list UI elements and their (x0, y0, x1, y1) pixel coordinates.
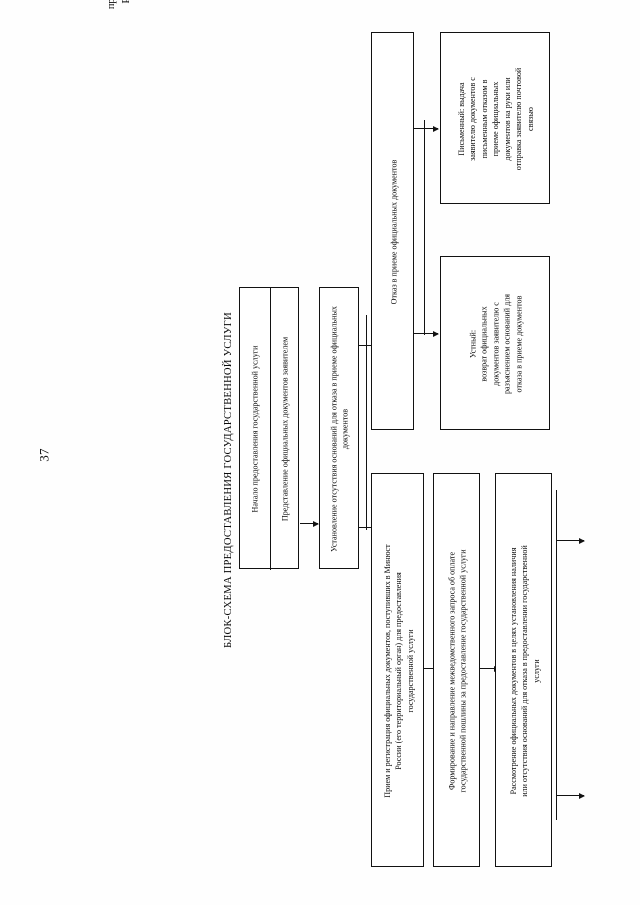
branch-line-review (556, 490, 558, 820)
arrow-interagency-to-review (480, 668, 499, 670)
arrow-review-exit-bottom (556, 795, 584, 797)
header-line-3: предоставления Министерством юстиции (104, 0, 119, 9)
header-line-4: Российской Федерации государственной (119, 0, 134, 4)
flow-box-oral-refusal-label: Устный: возврат официальных документов з… (467, 263, 524, 425)
arrow-review-exit-top (556, 540, 584, 542)
registration-line-3: государственной услуги (405, 629, 415, 713)
oral-line-3: документов заявителю с (491, 302, 501, 386)
flow-box-interagency-request-label: Формирование и направление межведомствен… (446, 482, 469, 860)
arrow-start-to-check (300, 523, 318, 525)
flow-box-refusal: Отказ в приеме официальных документов (371, 32, 414, 430)
interagency-line-2: государственной пошлины за предоставлени… (458, 549, 468, 793)
flow-box-written-refusal-label: Письменный: выдача заявителю документов … (456, 39, 536, 199)
written-line-7: связью (525, 107, 535, 131)
registration-line-2: России (его территориальный орган) для п… (393, 572, 403, 770)
oral-line-5: отказа в приеме документов (514, 295, 524, 393)
flow-box-check-label: Установление отсутствия оснований для от… (329, 306, 350, 552)
flow-box-interagency-request: Формирование и направление межведомствен… (433, 473, 480, 867)
written-line-5: документов на руки или (502, 77, 512, 161)
written-line-3: письменным отказом в (479, 79, 489, 159)
written-line-2: заявителю документов с (468, 77, 478, 161)
written-line-6: отправка заявителю почтовой (514, 67, 524, 171)
oral-line-2: возврат официальных (479, 306, 489, 382)
flow-box-review-label: Рассмотрение официальных документов в це… (507, 482, 541, 860)
branch-line-check (366, 315, 368, 530)
flow-box-written-refusal: Письменный: выдача заявителю документов … (440, 32, 550, 204)
flow-box-start: Начало предоставления государственной ус… (239, 287, 299, 570)
written-line-1: Письменный: выдача (456, 82, 466, 156)
flowchart-title: БЛОК-СХЕМА ПРЕДОСТАВЛЕНИЯ ГОСУДАРСТВЕННО… (223, 312, 234, 648)
arrow-check-to-registration (359, 527, 379, 529)
review-line-2: или отсутствия оснований для отказа в пр… (519, 545, 529, 797)
written-line-4: приеме официальных (491, 81, 501, 157)
flow-box-start-row1: Начало предоставления государственной ус… (250, 345, 260, 513)
page-number: 37 (36, 448, 52, 462)
branch-line-refusal (424, 120, 426, 335)
review-line-1: Рассмотрение официальных документов в це… (508, 547, 518, 795)
flow-box-refusal-label: Отказ в приеме официальных документов (388, 159, 398, 305)
oral-line-1: Устный: (468, 329, 478, 359)
flow-box-start-row2: Представление официальных документов зая… (280, 336, 290, 522)
review-line-3: услуги (531, 659, 541, 683)
flow-box-review: Рассмотрение официальных документов в це… (495, 473, 552, 867)
appendix-header: Приложение № 2 к Административному регла… (72, 0, 272, 40)
interagency-line-1: Формирование и направление межведомствен… (447, 551, 457, 791)
registration-line-1: Прием и регистрация официальных документ… (382, 544, 392, 798)
flow-box-registration-label: Прием и регистрация официальных документ… (381, 482, 415, 860)
arrow-refusal-to-written (414, 128, 438, 130)
flow-box-oral-refusal: Устный: возврат официальных документов з… (440, 256, 550, 430)
flow-box-registration: Прием и регистрация официальных документ… (371, 473, 424, 867)
start-box-divider (269, 288, 271, 570)
flow-box-check: Установление отсутствия оснований для от… (319, 287, 359, 569)
arrow-refusal-to-oral (414, 333, 438, 335)
oral-line-4: разъяснением оснований для (502, 294, 512, 394)
arrow-check-to-refusal (359, 345, 379, 347)
